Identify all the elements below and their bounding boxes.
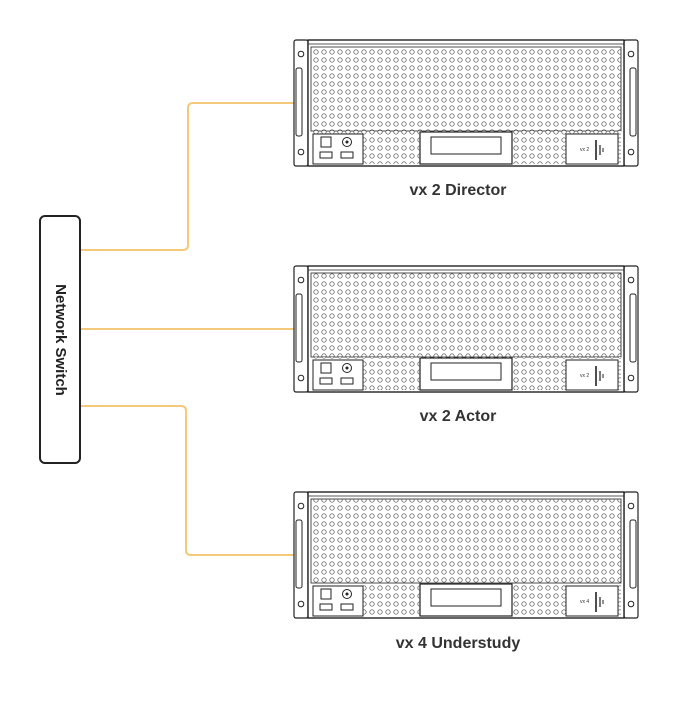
mounting-hole <box>627 276 635 284</box>
servers: vx 2 vx 2 Director vx 2 vx 2 Actor vx 4 vx 4 … <box>293 39 639 652</box>
front-display-screen <box>430 362 502 381</box>
vent-grill <box>310 498 622 584</box>
cable-to-understudy <box>79 405 295 556</box>
power-button <box>320 362 332 374</box>
usb-port <box>319 603 333 611</box>
rack-handle-right <box>629 519 637 589</box>
vent-grill <box>310 46 622 132</box>
model-badge-panel <box>565 359 619 391</box>
mounting-hole <box>627 50 635 58</box>
mounting-hole <box>297 50 305 58</box>
mounting-hole <box>627 374 635 382</box>
cables <box>79 102 295 556</box>
mounting-hole <box>297 600 305 608</box>
network-switch: Network Switch <box>39 215 81 464</box>
mounting-hole <box>627 148 635 156</box>
cable-to-director <box>79 102 295 251</box>
rack-server: vx 4 <box>293 491 639 619</box>
mounting-hole <box>297 502 305 510</box>
reset-icon <box>342 589 352 599</box>
network-switch-label: Network Switch <box>52 284 69 396</box>
mounting-hole <box>297 276 305 284</box>
model-badge: vx 4 <box>580 599 589 605</box>
model-badge-panel <box>565 133 619 165</box>
rack-handle-right <box>629 67 637 137</box>
usb-port <box>319 377 333 385</box>
rack-handle-left <box>295 293 303 363</box>
power-button <box>320 588 332 600</box>
server-label: vx 4 Understudy <box>396 635 521 652</box>
mounting-hole <box>297 374 305 382</box>
network-switch-box <box>39 215 81 464</box>
usb-port <box>319 151 333 159</box>
server-label: vx 2 Actor <box>420 408 497 425</box>
rack-handle-right <box>629 293 637 363</box>
usb-port <box>340 151 354 159</box>
mounting-hole <box>627 600 635 608</box>
brand-logo-icon <box>595 140 604 160</box>
rack-handle-left <box>295 67 303 137</box>
vent-grill <box>310 272 622 358</box>
usb-port <box>340 377 354 385</box>
port-panel <box>312 133 364 165</box>
brand-logo-icon <box>595 366 604 386</box>
brand-logo-icon <box>595 592 604 612</box>
rack-server: vx 2 <box>293 39 639 167</box>
front-display-screen <box>430 136 502 155</box>
server-label: vx 2 Director <box>410 182 507 199</box>
mounting-hole <box>627 502 635 510</box>
reset-icon <box>342 137 352 147</box>
rack-handle-left <box>295 519 303 589</box>
front-display-screen <box>430 588 502 607</box>
model-badge-panel <box>565 585 619 617</box>
reset-icon <box>342 363 352 373</box>
usb-port <box>340 603 354 611</box>
model-badge: vx 2 <box>580 147 589 153</box>
rack-server: vx 2 <box>293 265 639 393</box>
model-badge: vx 2 <box>580 373 589 379</box>
mounting-hole <box>297 148 305 156</box>
power-button <box>320 136 332 148</box>
